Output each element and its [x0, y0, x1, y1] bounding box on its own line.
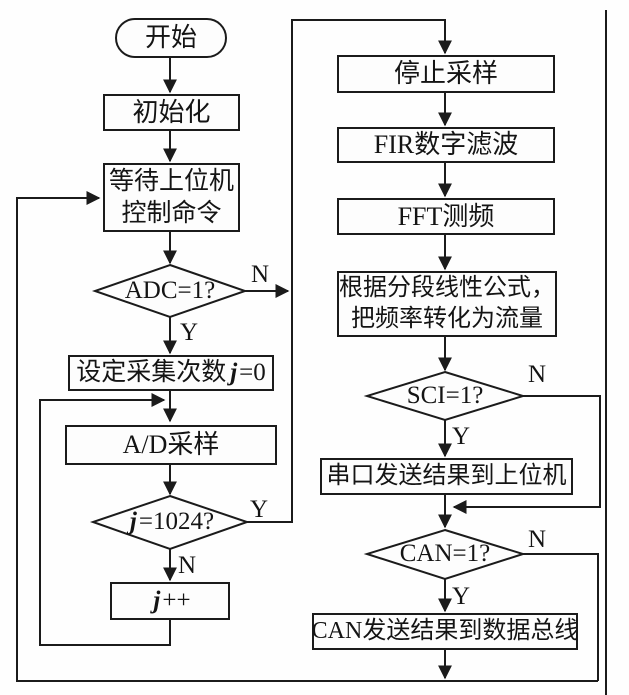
can-decision-shape	[363, 528, 527, 581]
adc-decision-label: ADC=1?	[124, 277, 216, 304]
can-send-node: CAN发送结果到数据总线	[312, 613, 578, 650]
stop-sample-label: 停止采样	[393, 59, 498, 89]
start-label: 开始	[144, 23, 197, 53]
ad-sample-label: A/D采样	[122, 430, 220, 460]
sci-yes-label: Y	[452, 423, 471, 450]
fft-measure-label: FFT测频	[397, 201, 495, 231]
start-node: 开始	[115, 18, 227, 58]
count-no-label: N	[178, 552, 197, 579]
can-yes-label: Y	[452, 583, 471, 610]
count-yes-label: Y	[250, 496, 269, 523]
fir-filter-node: FIR数字滤波	[337, 127, 555, 163]
convert-flow-line2: 把频率转化为流量	[351, 306, 543, 332]
edge-return-loop	[16, 191, 598, 682]
convert-flow-node: 根据分段线性公式， 把频率转化为流量	[337, 271, 557, 337]
wait-command-line1: 等待上位机	[108, 167, 234, 195]
can-send-label: CAN发送结果到数据总线	[311, 617, 579, 644]
set-count-suffix: =0	[239, 358, 266, 386]
serial-send-label: 串口发送结果到上位机	[326, 462, 567, 489]
can-no-label: N	[528, 526, 547, 553]
fir-filter-label: FIR数字滤波	[373, 130, 519, 160]
init-node: 初始化	[103, 94, 240, 131]
stop-sample-node: 停止采样	[337, 55, 555, 93]
convert-flow-line1: 根据分段线性公式，	[339, 275, 555, 301]
edge-sci-no	[452, 395, 601, 514]
sci-no-label: N	[528, 361, 547, 388]
serial-send-node: 串口发送结果到上位机	[320, 458, 573, 495]
count-decision-label: j=1024?	[93, 508, 247, 536]
adc-no-label: N	[251, 261, 270, 288]
increment-suffix: ++	[162, 586, 191, 614]
wait-command-node: 等待上位机 控制命令	[103, 163, 240, 232]
count-suffix: =1024?	[138, 508, 215, 535]
set-count-prefix: 设定采集次数	[76, 358, 227, 386]
init-label: 初始化	[132, 97, 211, 127]
fft-measure-node: FFT测频	[337, 198, 555, 235]
edge-can-no	[523, 553, 599, 681]
count-decision-shape	[89, 494, 251, 551]
set-count-variable: j	[230, 358, 238, 386]
count-variable: j	[129, 508, 137, 535]
sci-decision-shape	[363, 370, 527, 422]
sci-decision-label: SCI=1?	[406, 382, 484, 409]
adc-decision-shape	[91, 263, 249, 319]
wait-command-line2: 控制命令	[121, 199, 222, 227]
edge-increment-loop	[39, 393, 171, 646]
adc-yes-label: Y	[180, 319, 199, 346]
increment-node: j++	[110, 582, 230, 620]
increment-variable: j	[153, 586, 161, 614]
edge-count-yes-up	[247, 19, 452, 523]
ad-sample-node: A/D采样	[65, 425, 277, 465]
can-decision-label: CAN=1?	[399, 540, 491, 567]
